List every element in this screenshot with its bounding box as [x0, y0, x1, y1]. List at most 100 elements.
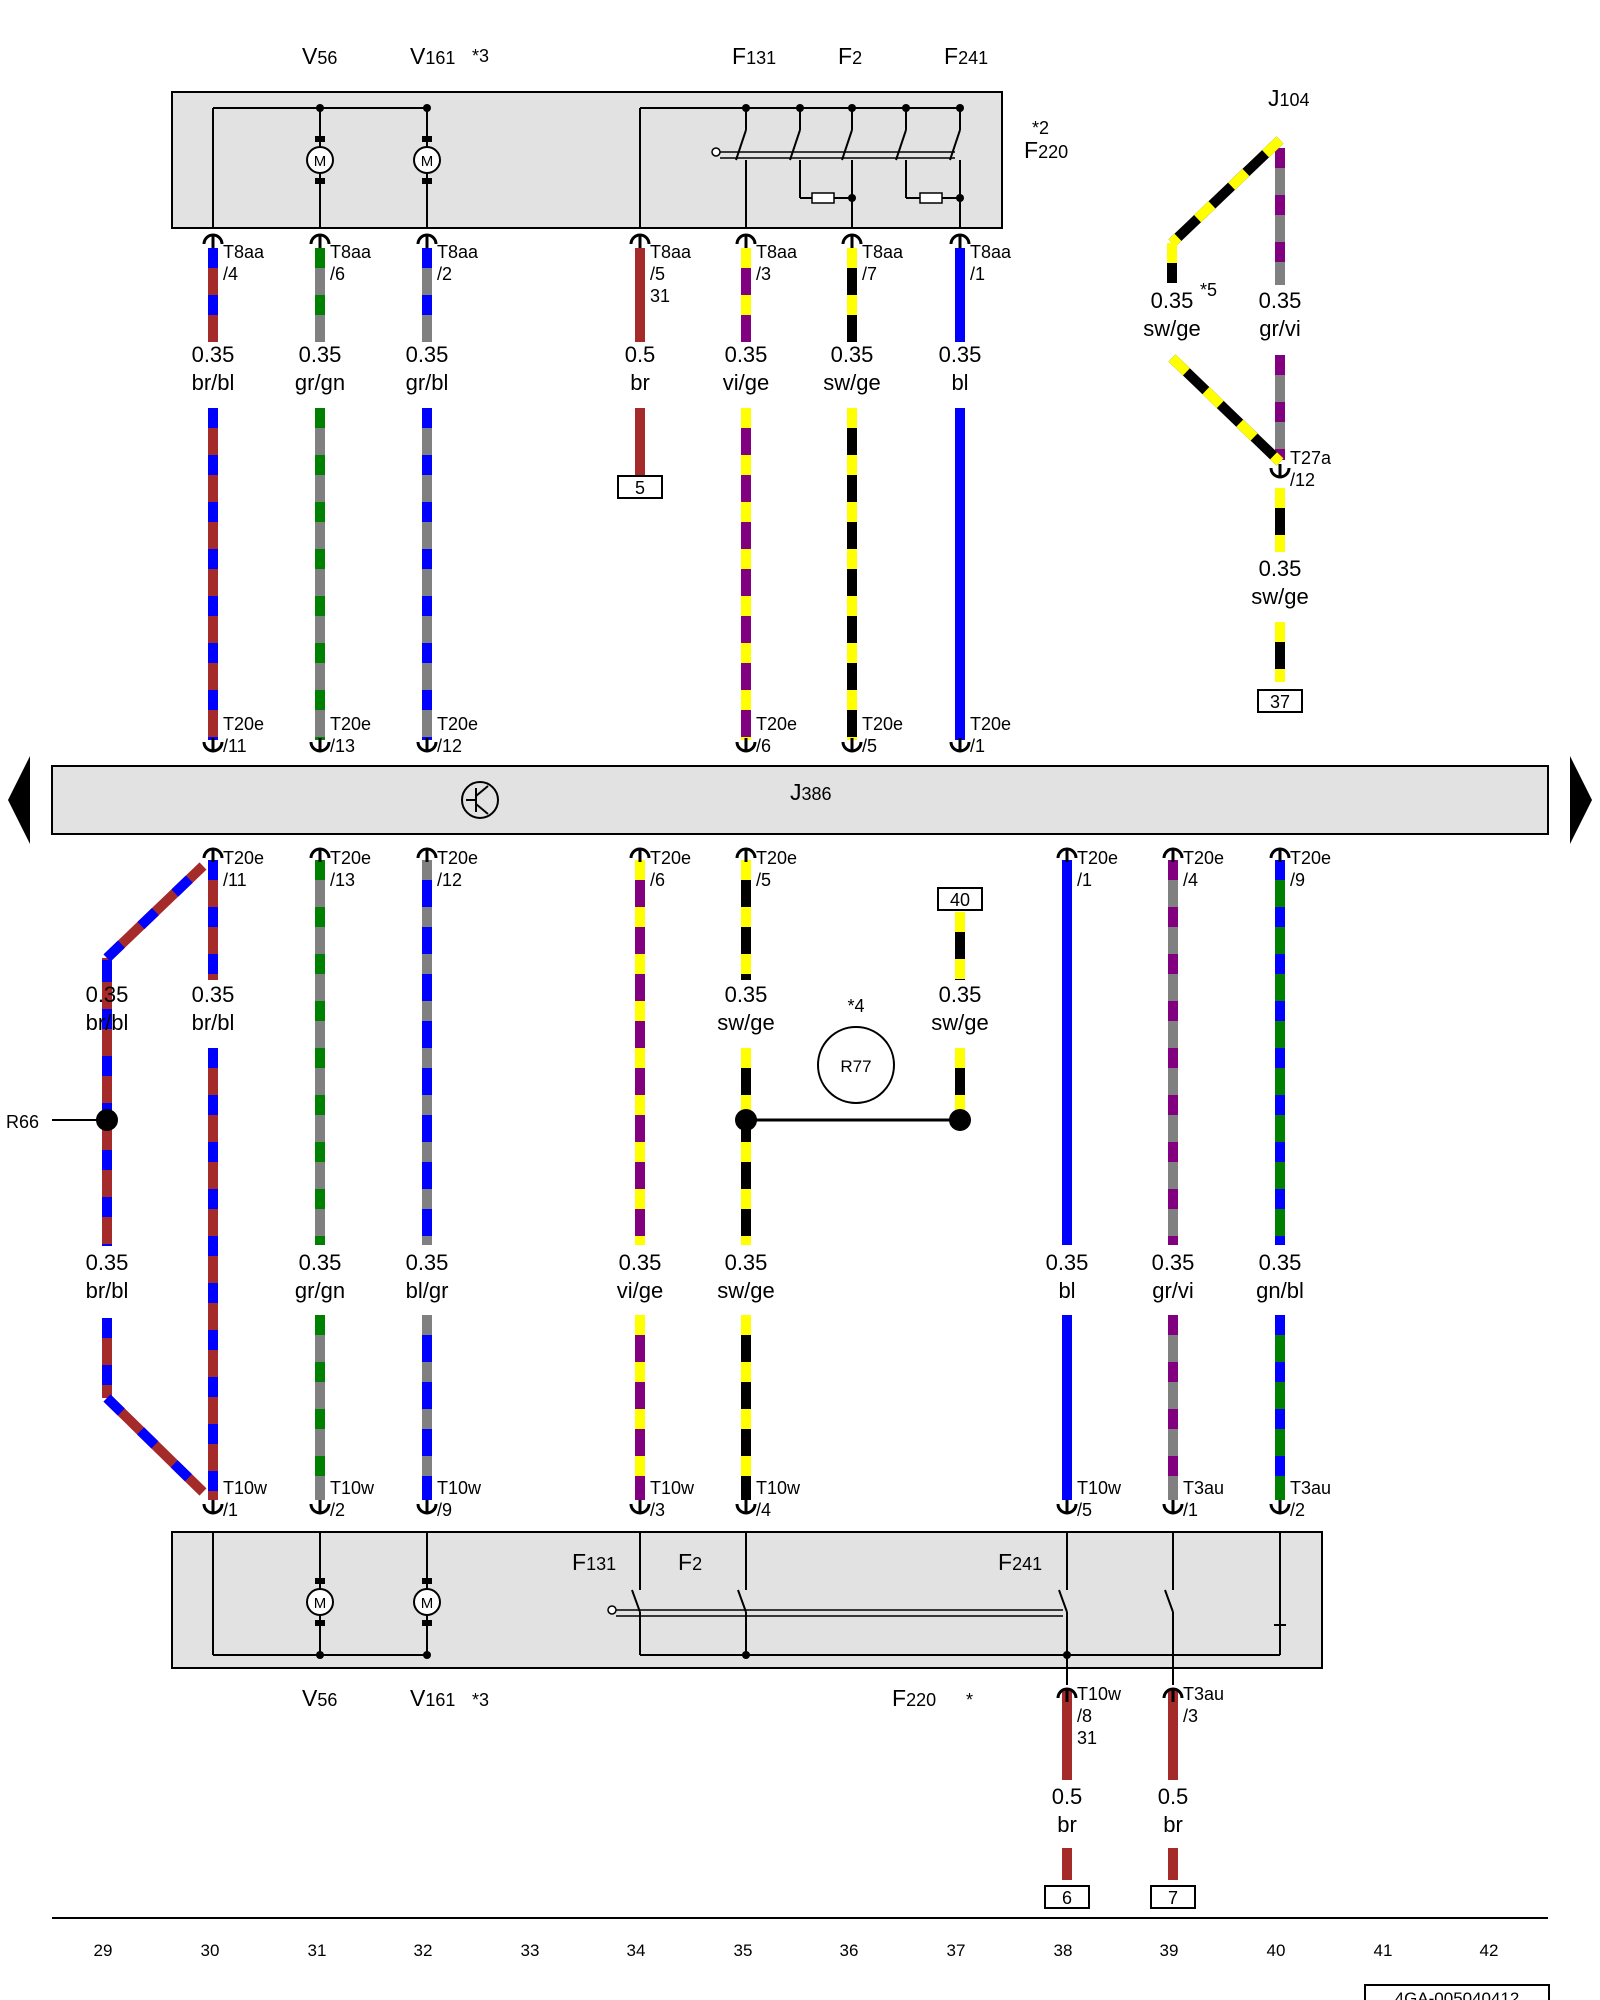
- bottom-motor-v56: [306, 1588, 334, 1616]
- label-top-f131-letter: F: [732, 43, 746, 69]
- wirelabel-top-34-gauge: 0.5: [625, 342, 656, 367]
- wirelabel-low-6-gauge: 0.35: [1152, 1250, 1195, 1275]
- wirelabel-top-35-color: vi/ge: [723, 370, 769, 395]
- column-number-38: 38: [1054, 1941, 1073, 1960]
- wirelabel-top-31-gauge: 0.35: [299, 342, 342, 367]
- wirelabel-gnd-39-gauge: 0.5: [1158, 1784, 1189, 1809]
- pin-ground-39-name: T3au: [1183, 1684, 1224, 1704]
- top-motor-v161-brush: [422, 136, 432, 142]
- wirelabel-j104-grvi-gauge: 0.35: [1259, 288, 1302, 313]
- top-motor-v161-brush2: [422, 178, 432, 184]
- pin-ground-38-name: T10w: [1077, 1684, 1122, 1704]
- pin-j386-top-32-name: T20e: [437, 714, 478, 734]
- r77-right-dot: [949, 1109, 971, 1131]
- wirelabel-low-5-color: bl: [1058, 1278, 1075, 1303]
- label-top-f2-letter: F: [838, 43, 852, 69]
- drawing-id: 4GA-005040412: [1395, 1989, 1520, 2000]
- pin-bottom-39-name: T3au: [1183, 1478, 1224, 1498]
- wirelabel-top-34-color: br: [630, 370, 650, 395]
- pin-bottom-32-pin: /9: [437, 1500, 452, 1520]
- pin-top-35-name: T8aa: [756, 242, 798, 262]
- pin-top-32-pin: /2: [437, 264, 452, 284]
- column-number-30: 30: [201, 1941, 220, 1960]
- pin-top-35-pin: /3: [756, 264, 771, 284]
- pin-j386-bottom-34-name: T20e: [650, 848, 691, 868]
- transistor-emitter: [475, 803, 489, 815]
- label-top-v56-letter: V: [302, 43, 318, 69]
- label-j104-number: 104: [1280, 90, 1310, 110]
- wirelabel-top-30-color: br/bl: [192, 370, 235, 395]
- wirelabel-low-7-color: gn/bl: [1256, 1278, 1304, 1303]
- label-top-f241-number: 241: [958, 48, 988, 68]
- pin-top-37-pin: /1: [970, 264, 985, 284]
- pin-top-32-name: T8aa: [437, 242, 479, 262]
- bottom-switch-blade-0: [631, 1589, 641, 1613]
- pin-ground-38-extra: 31: [1077, 1728, 1097, 1748]
- top-motor-v56-brush: [315, 136, 325, 142]
- wirelabel-gnd-38-gauge: 0.5: [1052, 1784, 1083, 1809]
- wirelabel-low-0-gauge: 0.35: [86, 1250, 129, 1275]
- ref-box-37-label: 37: [1270, 692, 1290, 712]
- pin-j386-top-36-pin: /5: [862, 736, 877, 756]
- bottom-node-31: [316, 1651, 324, 1659]
- label-top-f220: F220: [1024, 137, 1068, 163]
- label-top-f131-number: 131: [746, 48, 776, 68]
- pin-j386-bottom-34-pin: /6: [650, 870, 665, 890]
- wirelabel-top-32-gauge: 0.35: [406, 342, 449, 367]
- wirelabel-mid-35-gauge: 0.35: [725, 982, 768, 1007]
- wirelabel-low-3-color: vi/ge: [617, 1278, 663, 1303]
- pin-j386-bottom-32-name: T20e: [437, 848, 478, 868]
- pin-top-37-name: T8aa: [970, 242, 1012, 262]
- label-j104-letter: J: [1268, 85, 1280, 111]
- pin-top-30-name: T8aa: [223, 242, 265, 262]
- column-number-36: 36: [840, 1941, 859, 1960]
- ref-box-7-label: 7: [1168, 1888, 1178, 1908]
- ref-box-6: [1044, 1885, 1090, 1909]
- pin-top-34-pin: /5: [650, 264, 665, 284]
- bottom-switch-blade-3: [1164, 1589, 1174, 1613]
- wirelabel-low-5-gauge: 0.35: [1046, 1250, 1089, 1275]
- transistor-icon: [461, 781, 499, 819]
- pin-bottom-35-name: T10w: [756, 1478, 801, 1498]
- label-bottom-f131: F131: [572, 1549, 616, 1575]
- bottom-node-35: [742, 1651, 750, 1659]
- pin-top-31-name: T8aa: [330, 242, 372, 262]
- pin-j386-top-36-name: T20e: [862, 714, 903, 734]
- pin-ground-38-pin: /8: [1077, 1706, 1092, 1726]
- wirelabel-low-7-gauge: 0.35: [1259, 1250, 1302, 1275]
- wirelabel-low-4-gauge: 0.35: [725, 1250, 768, 1275]
- top-resistor-2: [919, 192, 943, 204]
- wirelabel-low-3-gauge: 0.35: [619, 1250, 662, 1275]
- bottom-motor-v161-brush: [422, 1578, 432, 1584]
- wirelabel-low-1-gauge: 0.35: [299, 1250, 342, 1275]
- top-motor-v161-symbol: M: [421, 153, 434, 170]
- pin-j386-top-35-name: T20e: [756, 714, 797, 734]
- bottom-motor-v161-symbol: M: [421, 1595, 434, 1612]
- pin-j386-top-31-name: T20e: [330, 714, 371, 734]
- wirelabel-j104-grvi-color: gr/vi: [1259, 316, 1301, 341]
- top-switch-actuator: [711, 147, 721, 157]
- top-node-32: [423, 104, 431, 112]
- pin-bottom-40-name: T3au: [1290, 1478, 1331, 1498]
- label-bottom-f220-letter: F: [892, 1685, 906, 1711]
- continue-left-arrow: [8, 756, 30, 844]
- wirelabel-top-35-gauge: 0.35: [725, 342, 768, 367]
- column-number-39: 39: [1160, 1941, 1179, 1960]
- wirelabel-top-37-gauge: 0.35: [939, 342, 982, 367]
- ref-box-6-label: 6: [1062, 1888, 1072, 1908]
- label-top-v56: V56: [302, 43, 337, 69]
- pin-top-34-name: T8aa: [650, 242, 692, 262]
- top-switch-blade-0: [735, 129, 747, 161]
- wirelabel-low-2-gauge: 0.35: [406, 1250, 449, 1275]
- ref-box-40-label: 40: [950, 890, 970, 910]
- label-bottom-f220-number: 220: [906, 1690, 936, 1710]
- ref-box-5: [617, 475, 663, 499]
- wirelabel-mid-30-color: br/bl: [192, 1010, 235, 1035]
- bottom-switch-blade-1: [737, 1589, 747, 1613]
- column-number-31: 31: [308, 1941, 327, 1960]
- top-component-box: [171, 91, 1003, 229]
- wires-layer: [102, 136, 1285, 1880]
- pin-top-36-name: T8aa: [862, 242, 904, 262]
